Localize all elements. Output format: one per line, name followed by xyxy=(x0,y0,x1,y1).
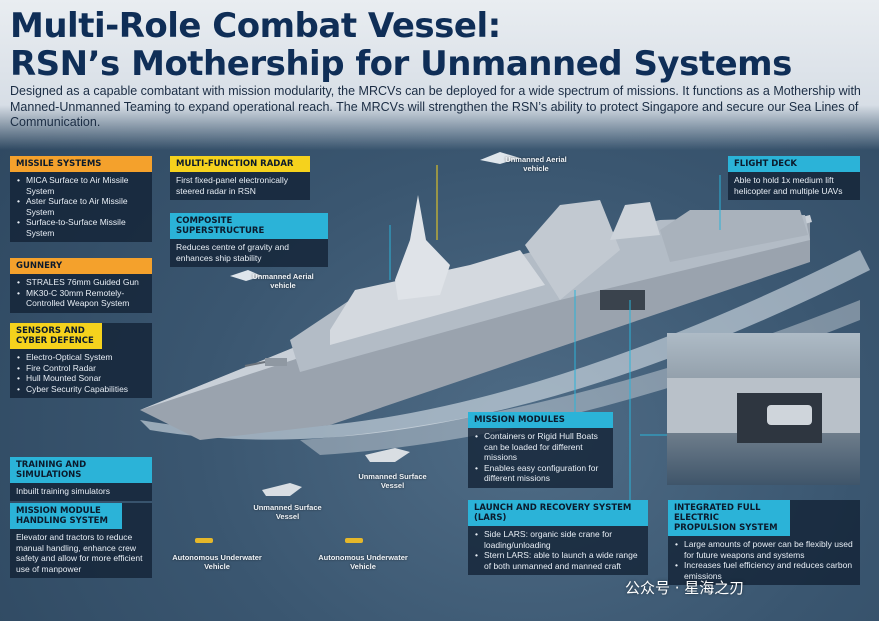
header-backdrop xyxy=(0,0,879,150)
auv-right-label: Autonomous Underwater Vehicle xyxy=(318,553,408,571)
page-title-line1: Multi-Role Combat Vessel: xyxy=(10,6,501,46)
list-item: Electro-Optical System xyxy=(17,352,146,363)
radar-title: MULTI-FUNCTION RADAR xyxy=(170,156,310,172)
page-title-line2: RSN’s Mothership for Unmanned Systems xyxy=(10,44,792,84)
list-item: Side LARS: organic side crane for loadin… xyxy=(475,529,642,550)
training-panel: TRAINING AND SIMULATIONS Inbuilt trainin… xyxy=(10,457,152,501)
list-item: Aster Surface to Air Missile System xyxy=(17,196,146,217)
sensors-title: SENSORS AND CYBER DEFENCE xyxy=(10,323,102,349)
missile-systems-panel: MISSILE SYSTEMS MICA Surface to Air Miss… xyxy=(10,156,152,242)
handling-panel: MISSION MODULE HANDLING SYSTEM Elevator … xyxy=(10,503,152,578)
list-item: Fire Control Radar xyxy=(17,363,146,374)
propulsion-title: INTEGRATED FULL ELECTRIC PROPULSION SYST… xyxy=(668,500,790,536)
gunnery-title: GUNNERY xyxy=(10,258,152,274)
intro-paragraph: Designed as a capable combatant with mis… xyxy=(10,84,861,129)
list-item: MK30-C 30mm Remotely-Controlled Weapon S… xyxy=(17,288,146,309)
handling-title: MISSION MODULE HANDLING SYSTEM xyxy=(10,503,122,529)
list-item: Increases fuel efficiency and reduces ca… xyxy=(675,560,854,581)
usv-right-label: Unmanned Surface Vessel xyxy=(358,472,427,490)
list-item: MICA Surface to Air Missile System xyxy=(17,175,146,196)
lars-title: LAUNCH AND RECOVERY SYSTEM (LARS) xyxy=(468,500,648,526)
lars-panel: LAUNCH AND RECOVERY SYSTEM (LARS) Side L… xyxy=(468,500,648,575)
mission-modules-title: MISSION MODULES xyxy=(468,412,613,428)
list-item: Containers or Rigid Hull Boats can be lo… xyxy=(475,431,607,463)
flight-deck-title: FLIGHT DECK xyxy=(728,156,860,172)
superstructure-panel: COMPOSITE SUPERSTRUCTURE Reduces centre … xyxy=(170,213,328,267)
training-text: Inbuilt training simulators xyxy=(16,486,111,496)
missile-systems-title: MISSILE SYSTEMS xyxy=(10,156,152,172)
usv-left-label: Unmanned Surface Vessel xyxy=(253,503,322,521)
flight-deck-text: Able to hold 1x medium lift helicopter a… xyxy=(734,175,843,196)
flight-deck-panel: FLIGHT DECK Able to hold 1x medium lift … xyxy=(728,156,860,200)
sensors-panel: SENSORS AND CYBER DEFENCE Electro-Optica… xyxy=(10,323,152,398)
gunnery-panel: GUNNERY STRALES 76mm Guided Gun MK30-C 3… xyxy=(10,258,152,313)
list-item: Stern LARS: able to launch a wide range … xyxy=(475,550,642,571)
uav-top-label: Unmanned Aerial vehicle xyxy=(505,155,567,173)
stern-inset-photo xyxy=(667,333,860,485)
training-title: TRAINING AND SIMULATIONS xyxy=(10,457,152,483)
mission-modules-panel: MISSION MODULES Containers or Rigid Hull… xyxy=(468,412,613,488)
superstructure-text: Reduces centre of gravity and enhances s… xyxy=(176,242,289,263)
superstructure-title: COMPOSITE SUPERSTRUCTURE xyxy=(170,213,328,239)
radar-panel: MULTI-FUNCTION RADAR First fixed-panel e… xyxy=(170,156,310,200)
auv-left-label: Autonomous Underwater Vehicle xyxy=(172,553,262,571)
handling-text: Elevator and tractors to reduce manual h… xyxy=(16,532,143,574)
list-item: STRALES 76mm Guided Gun xyxy=(17,277,146,288)
uav-left-label: Unmanned Aerial vehicle xyxy=(252,272,314,290)
list-item: Enables easy configuration for different… xyxy=(475,463,607,484)
list-item: Cyber Security Capabilities xyxy=(17,384,146,395)
list-item: Surface-to-Surface Missile System xyxy=(17,217,146,238)
propulsion-panel: INTEGRATED FULL ELECTRIC PROPULSION SYST… xyxy=(668,500,860,585)
radar-text: First fixed-panel electronically steered… xyxy=(176,175,288,196)
wechat-watermark: 公众号 · 星海之刃 xyxy=(625,579,745,597)
list-item: Hull Mounted Sonar xyxy=(17,373,146,384)
list-item: Large amounts of power can be flexibly u… xyxy=(675,539,854,560)
